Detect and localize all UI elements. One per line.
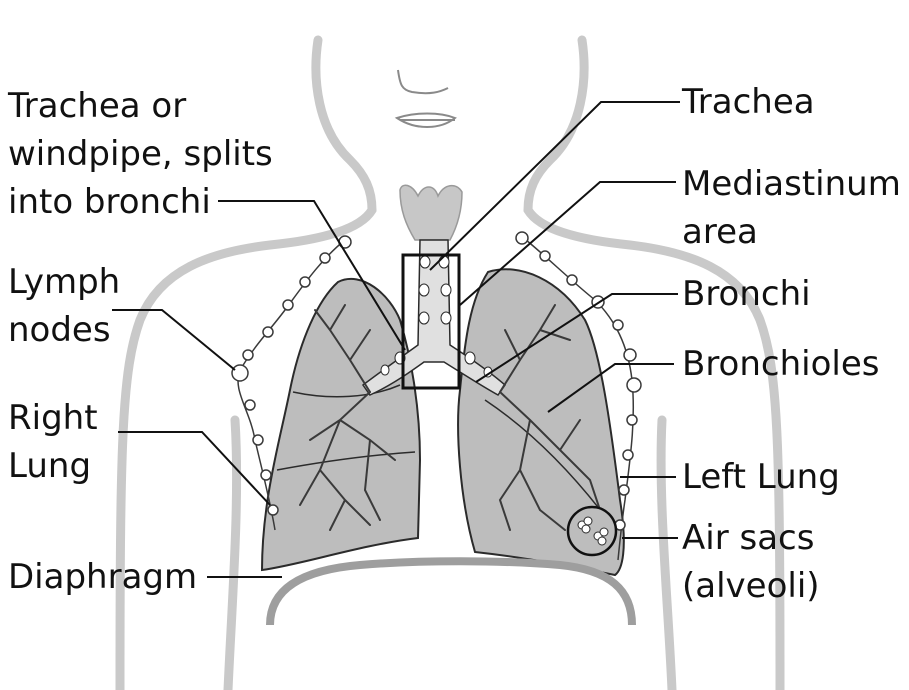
label-bronchi: Bronchi <box>682 270 811 318</box>
diaphragm-shape <box>270 561 632 625</box>
label-right-lung: Right Lung <box>8 394 98 490</box>
label-left-lung: Left Lung <box>682 453 840 501</box>
right-lung-shape <box>262 279 420 570</box>
label-diaphragm: Diaphragm <box>8 553 197 601</box>
label-trachea-splits: Trachea or windpipe, splits into bronchi <box>8 82 273 226</box>
label-lymph-nodes: Lymph nodes <box>8 258 120 354</box>
leader-right-lung <box>118 432 270 505</box>
label-mediastinum: Mediastinum area <box>682 160 901 256</box>
label-air-sacs: Air sacs (alveoli) <box>682 514 820 610</box>
label-trachea: Trachea <box>682 78 815 126</box>
alveoli-circle <box>568 507 616 555</box>
face-outline <box>397 70 455 127</box>
label-bronchioles: Bronchioles <box>682 340 879 388</box>
thyroid-icon <box>400 185 462 240</box>
